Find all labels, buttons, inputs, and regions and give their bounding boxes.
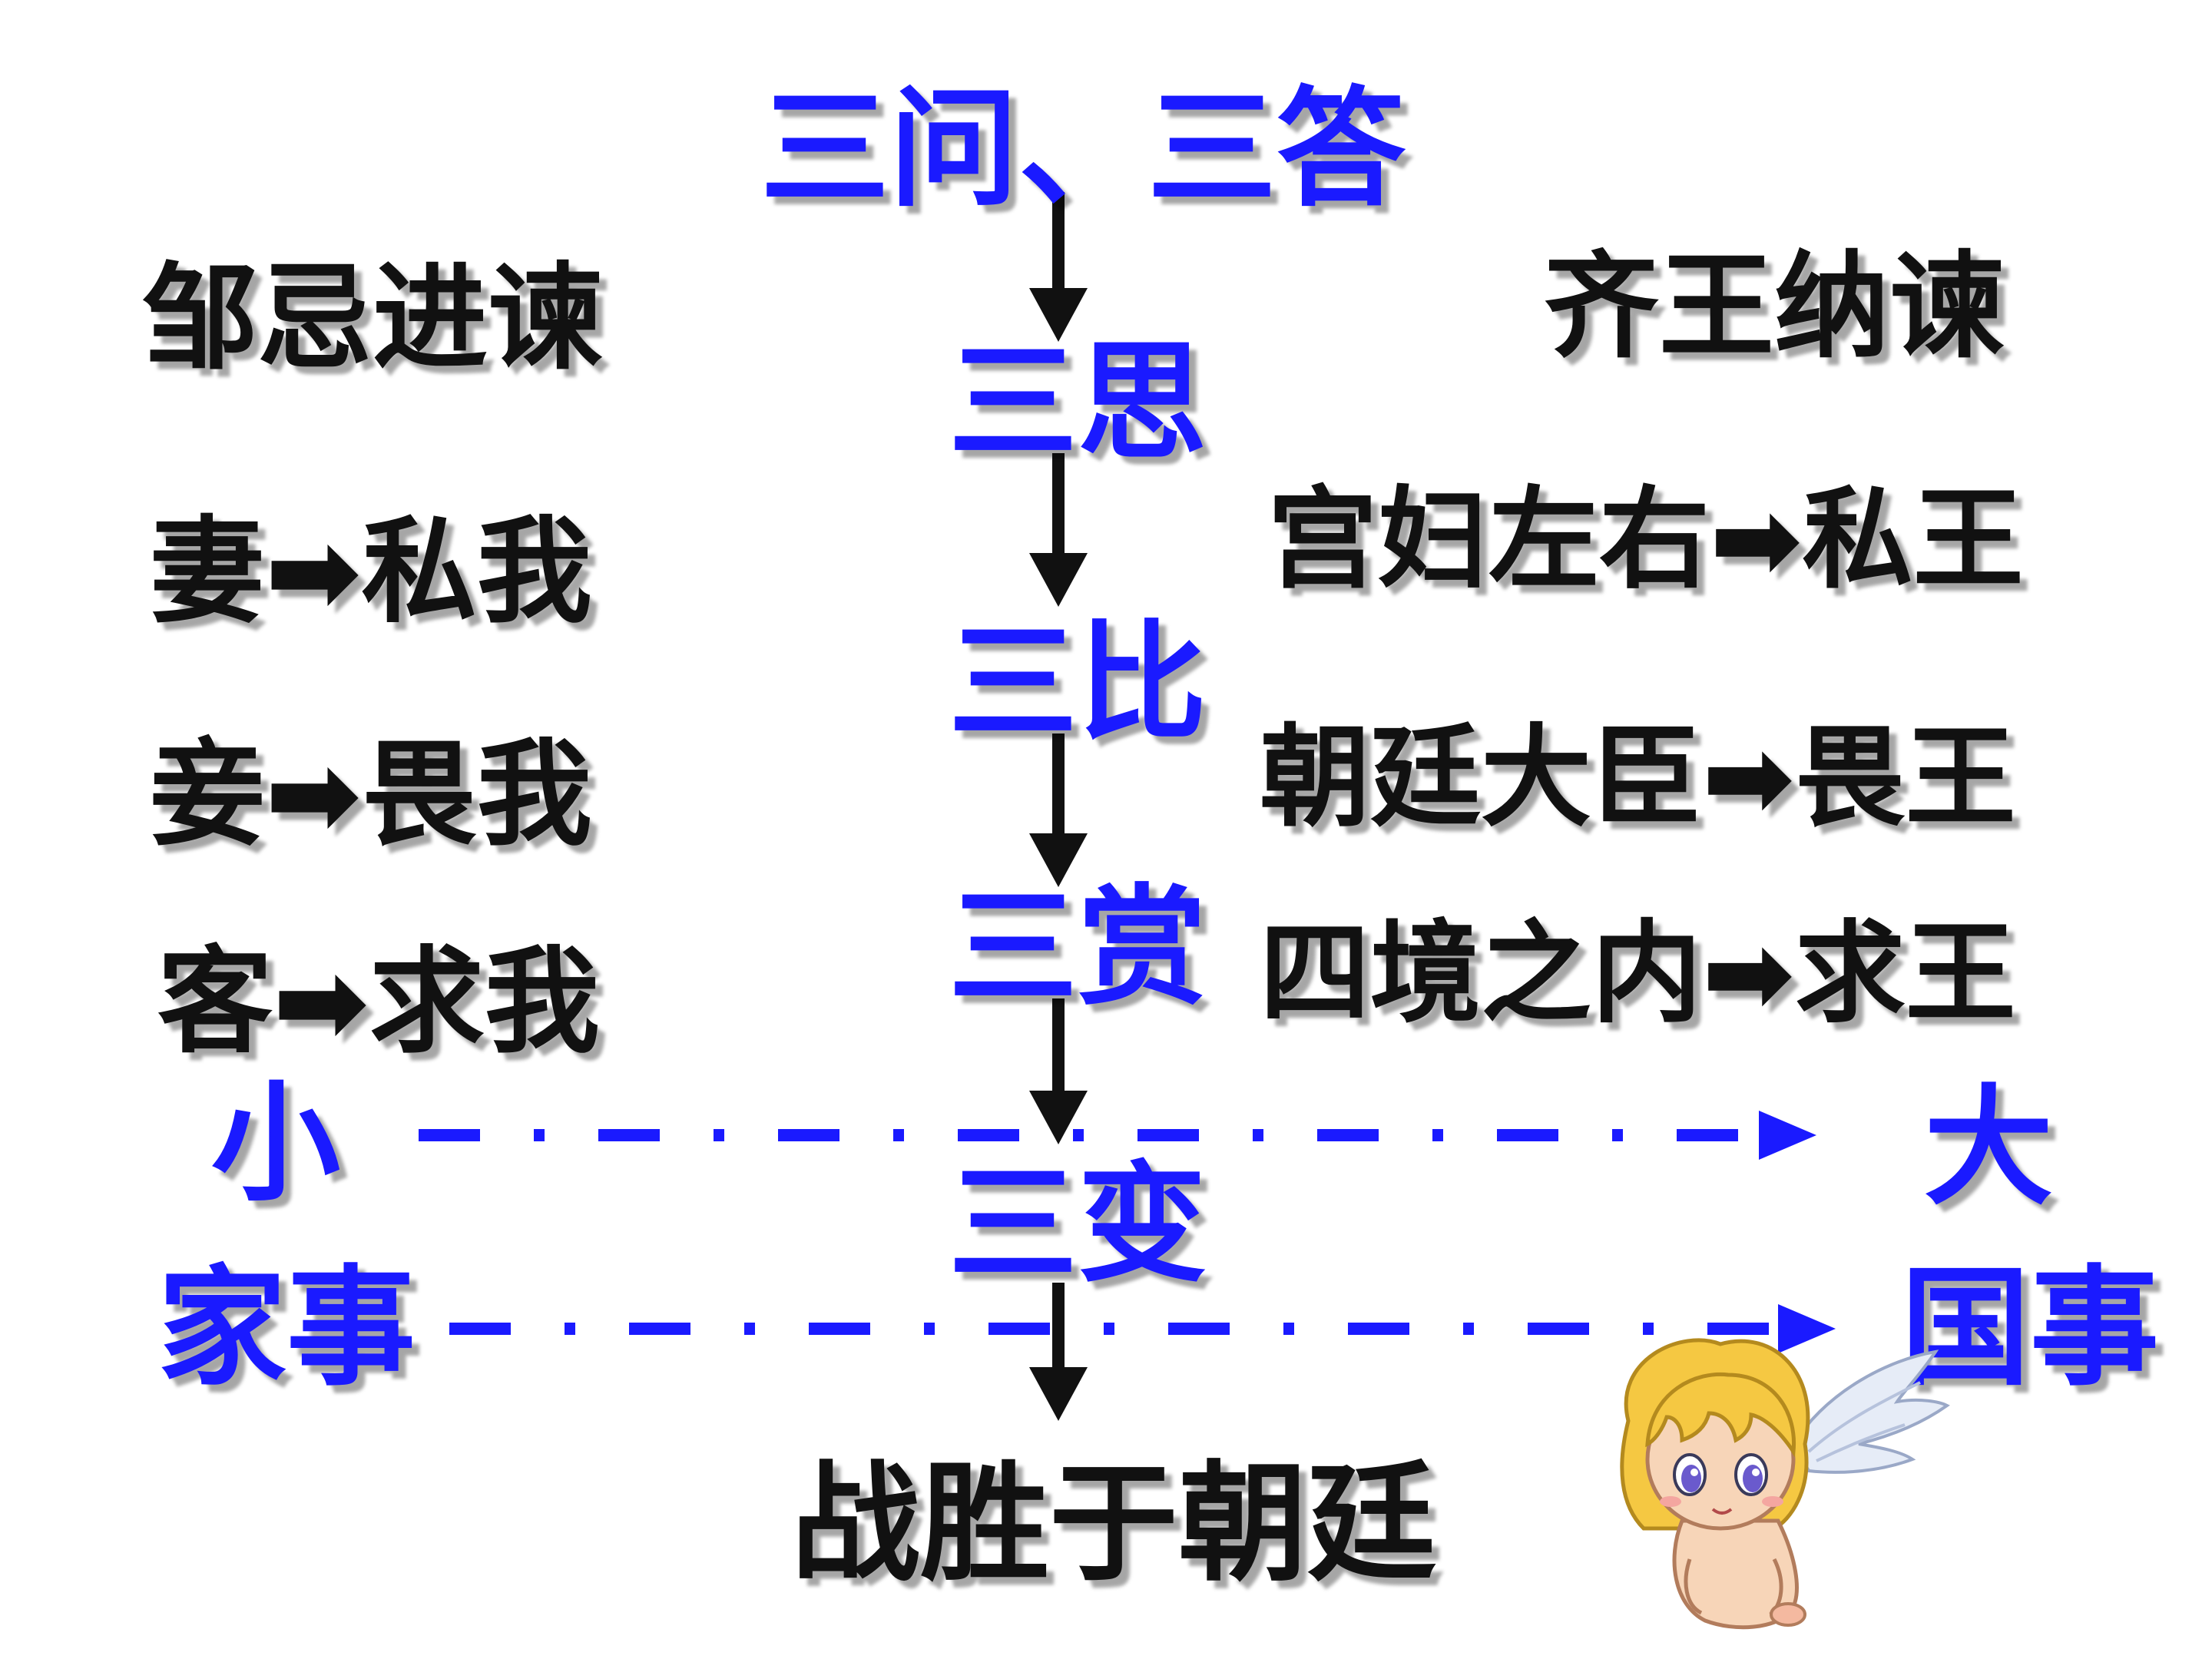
left-item-3: 客➡求我: [157, 935, 600, 1069]
center-bottom-label: 战胜于朝廷: [791, 1449, 1436, 1599]
right-item-3: 四境之内➡求王: [1260, 909, 2016, 1038]
center-step-2: 三比: [949, 608, 1207, 758]
right-title: 齐王纳谏: [1544, 240, 2005, 374]
cherub-icon: [1620, 1338, 1950, 1630]
wing: [1791, 1349, 1950, 1474]
right-item-2: 朝廷大臣➡畏王: [1260, 713, 2016, 842]
scale-row-2-to: 国事: [1901, 1253, 2159, 1403]
flow-arrow-2: [1029, 453, 1088, 607]
scale-row-2-from: 家事: [157, 1253, 416, 1403]
scale-row-1-from: 小: [211, 1068, 340, 1219]
left-item-2: 妾➡畏我: [150, 728, 592, 862]
center-step-1: 三思: [949, 327, 1207, 478]
scale-arrow-2: [449, 1304, 1836, 1353]
left-title: 邹忌进谏: [142, 252, 604, 386]
center-step-4: 三变: [949, 1149, 1207, 1300]
center-step-3: 三赏: [949, 873, 1207, 1023]
flow-arrow-5: [1029, 1283, 1088, 1421]
flow-arrow-4: [1029, 998, 1088, 1144]
left-item-1: 妻➡私我: [150, 505, 592, 639]
scale-row-1-to: 大: [1924, 1072, 2053, 1223]
flow-arrow-3: [1029, 733, 1088, 887]
scale-arrow-1: [419, 1111, 1816, 1160]
right-item-1: 宫妇左右➡私王: [1267, 475, 2024, 604]
flow-arrow-1: [1029, 192, 1088, 342]
center-top-label: 三问、三答: [760, 74, 1406, 224]
